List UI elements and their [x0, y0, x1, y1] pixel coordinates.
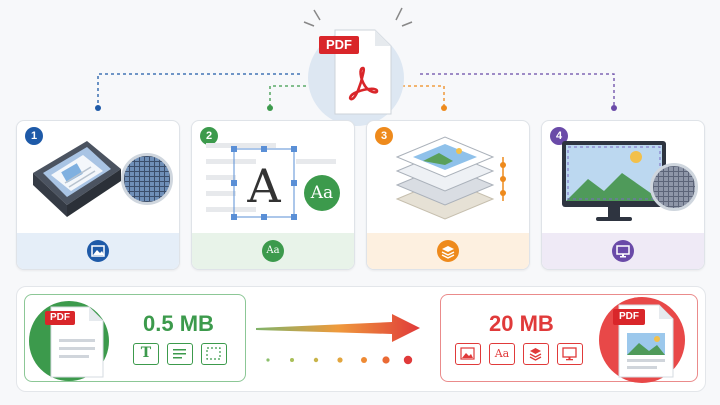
small-file-panel: PDF 0.5 MB T — [24, 294, 246, 382]
small-file-size: 0.5 MB — [143, 311, 214, 336]
big-serif-letter: A — [247, 159, 281, 213]
font-badge: Aa — [304, 175, 340, 211]
step-card-layers: 3 — [366, 120, 530, 270]
small-file-pdf-label: PDF — [45, 311, 75, 325]
magnified-pixel-grid — [650, 163, 698, 211]
step-number-badge: 1 — [25, 127, 43, 145]
large-file-size: 20 MB — [489, 311, 554, 336]
top-pdf-file: PDF — [305, 22, 415, 126]
top-pdf-label: PDF — [319, 36, 359, 54]
layers-icon — [437, 240, 459, 262]
magnified-pixel-grid — [121, 153, 173, 205]
monitor-illustration — [562, 141, 666, 221]
font-icon-glyph: Aa — [494, 347, 510, 360]
layers-icon — [523, 343, 549, 365]
acrobat-icon — [348, 66, 379, 101]
font-icon-label: Aa — [266, 245, 280, 256]
large-file-panel: 20 MB Aa PDF — [440, 294, 698, 383]
font-icon: Aa — [262, 240, 284, 262]
step-number-badge: 2 — [200, 127, 218, 145]
monitor-icon — [557, 343, 583, 365]
image-icon — [455, 343, 481, 365]
step-number-badge: 4 — [550, 127, 568, 145]
lines-icon — [167, 343, 193, 365]
scanner-illustration — [33, 141, 121, 217]
image-icon — [87, 240, 109, 262]
stacked-layers-illustration — [395, 136, 506, 220]
connector-lines — [95, 7, 617, 111]
font-icon: Aa — [489, 343, 515, 365]
monitor-icon — [612, 240, 634, 262]
text-icon-glyph: T — [140, 345, 152, 361]
growth-arrow — [256, 314, 420, 365]
placeholder-box-icon — [201, 343, 227, 365]
step-card-text: 2 A Aa Aa — [191, 120, 355, 270]
large-file-pdf-label: PDF — [613, 309, 645, 325]
step-number-badge: 3 — [375, 127, 393, 145]
step-card-display: 4 — [541, 120, 705, 270]
text-icon: T — [133, 343, 159, 365]
step-card-scan: 1 — [16, 120, 180, 270]
text-line-placeholders — [206, 143, 336, 220]
